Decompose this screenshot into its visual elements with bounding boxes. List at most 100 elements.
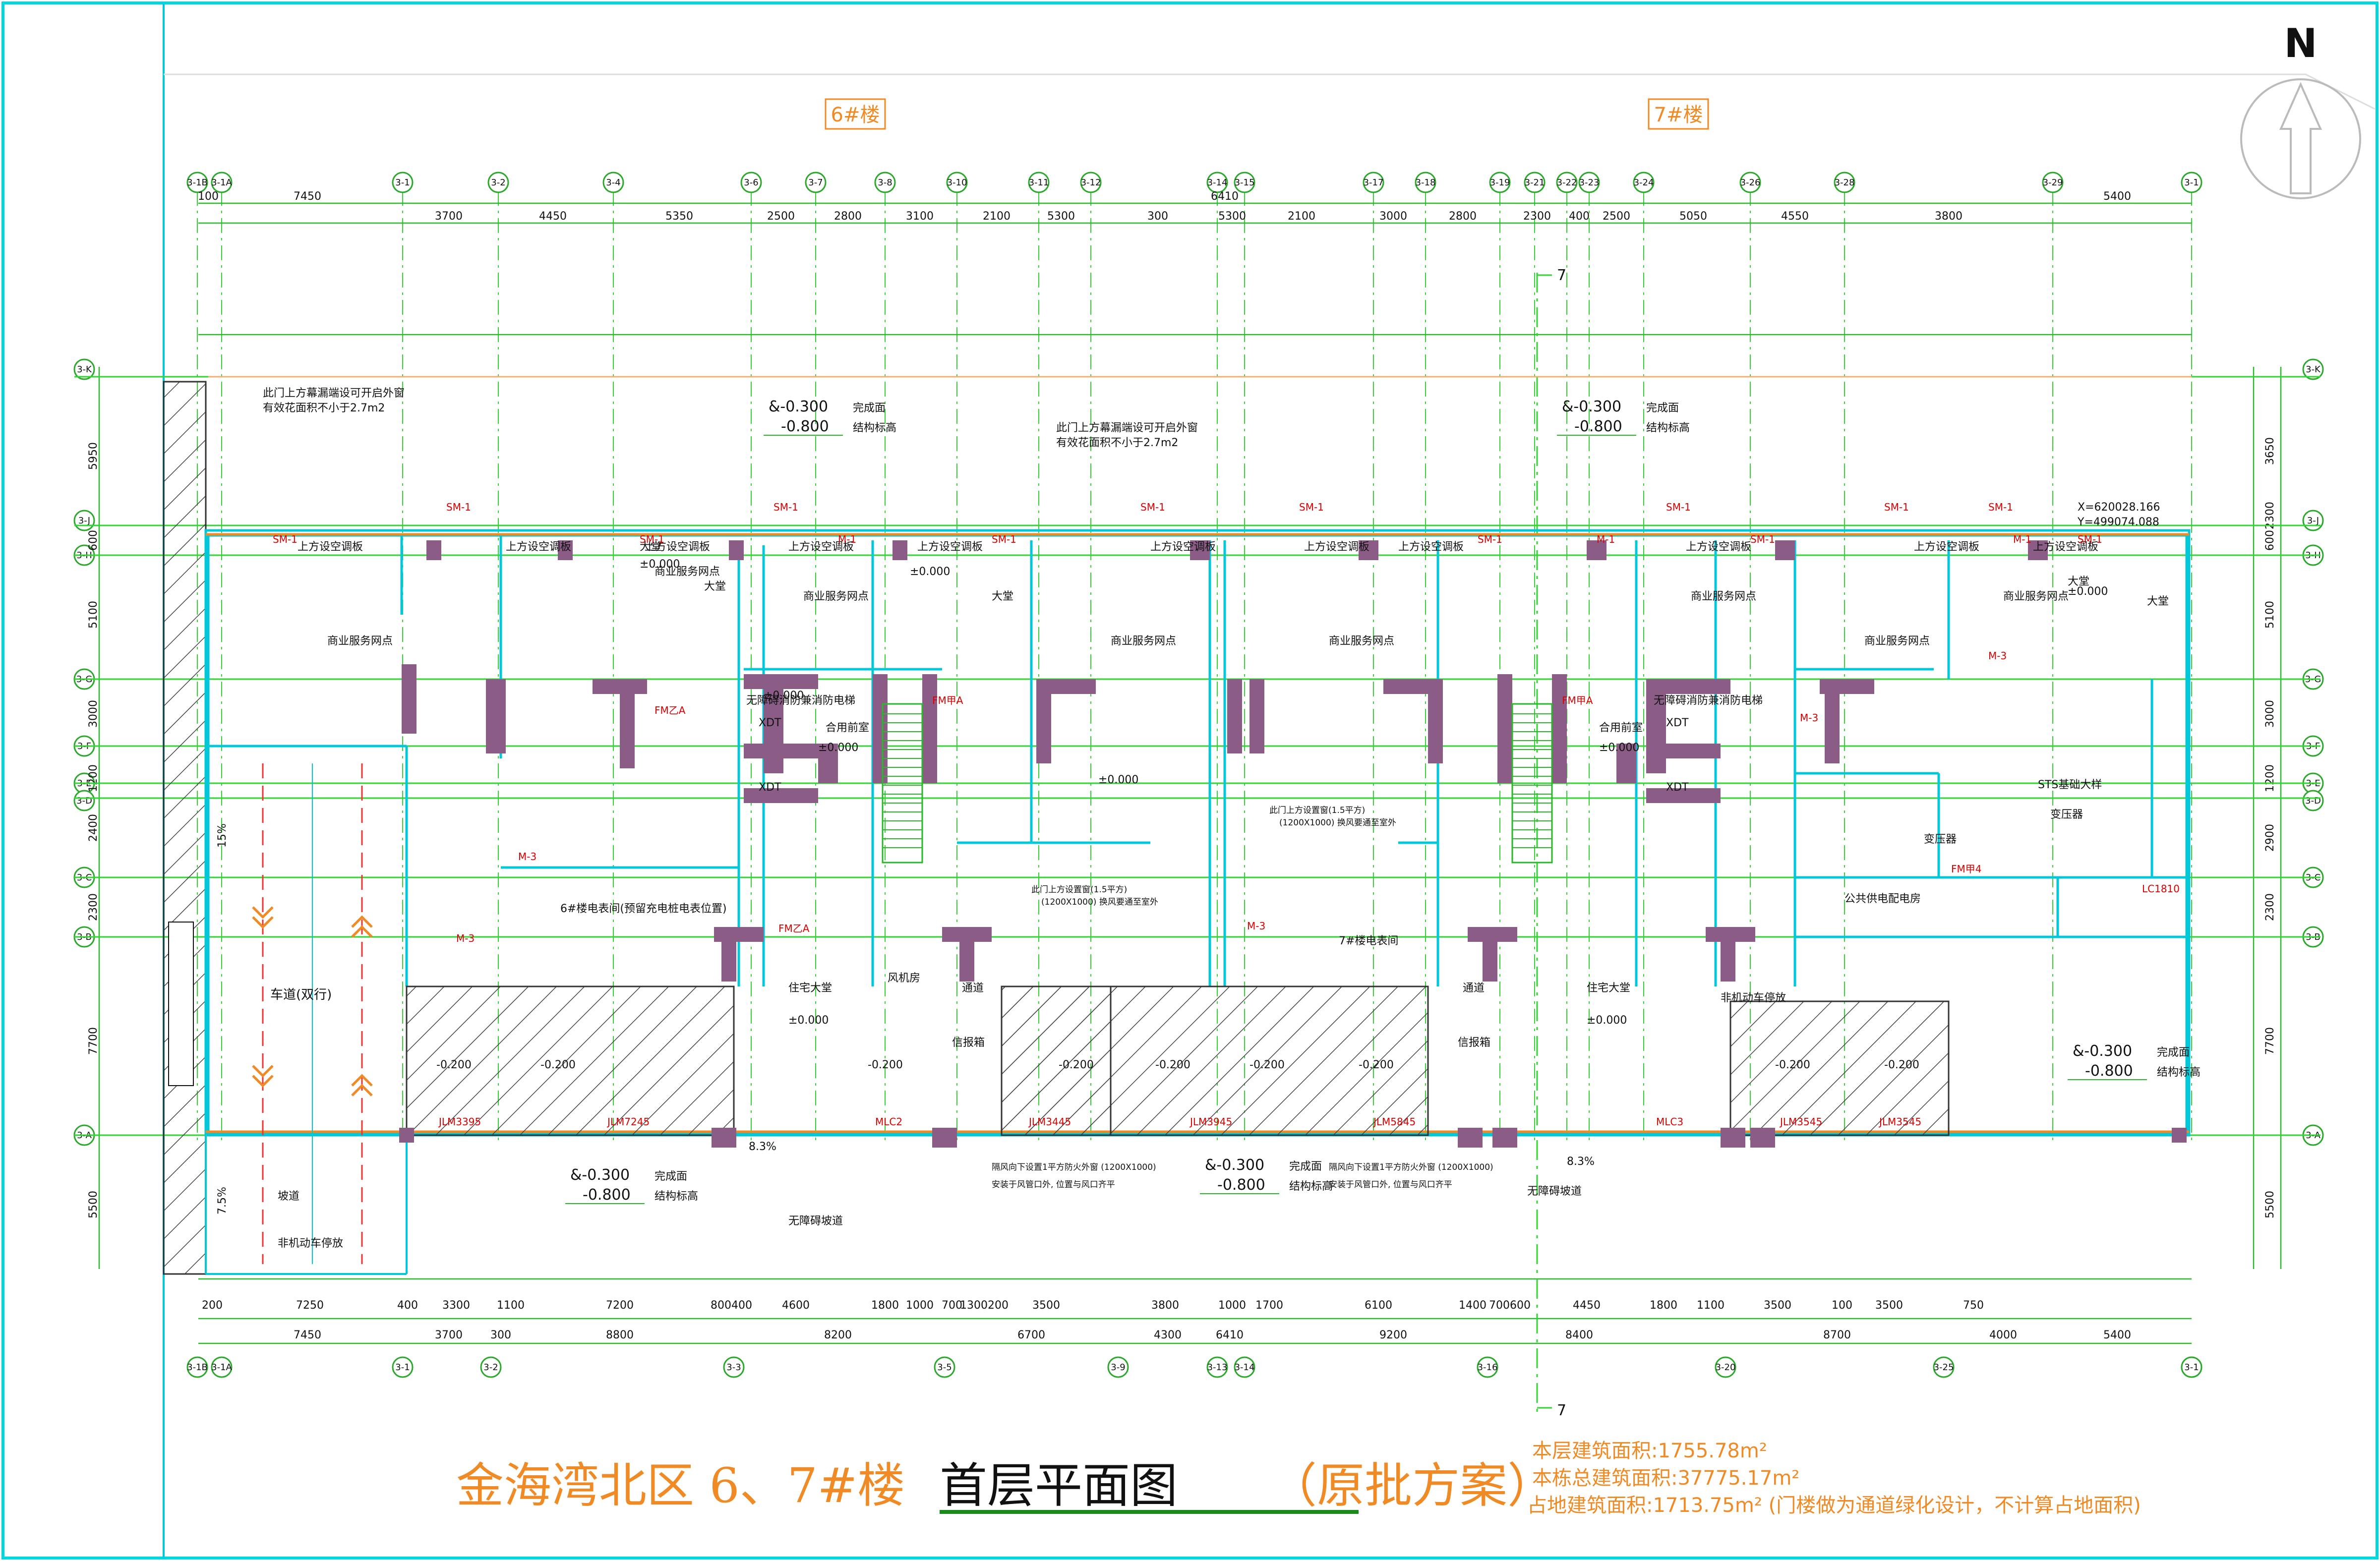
bottom-axis-3: 3-2 — [483, 1362, 498, 1373]
elev-finish-4: &-0.300 — [1205, 1156, 1264, 1174]
note-vent2-7: 隔风向下设置1平方防火外窗 (1200X1000) — [1329, 1162, 1493, 1172]
top-axis-22: 3-29 — [2043, 177, 2063, 188]
elev-zero-7: ±0.000 — [788, 1014, 829, 1027]
tag-10: SM-1 — [1884, 501, 1909, 513]
top-axis-23: 3-1 — [2184, 177, 2199, 188]
room-label-25: 住宅大堂 — [1587, 982, 1630, 994]
top-dim-row2-14: 400 — [1569, 210, 1590, 223]
bottom-dim-row1-21: 1100 — [1697, 1299, 1725, 1312]
top-axis-20: 3-26 — [1740, 177, 1761, 188]
stat-floor-area: 本层建筑面积:1755.78m² — [1532, 1440, 1767, 1462]
room-label-7: 商业服务网点 — [803, 590, 869, 603]
tag-19: M-3 — [1800, 712, 1818, 724]
note-window-area-7: 有效花面积不小于2.7m2 — [1056, 437, 1178, 449]
top-axis-21: 3-28 — [1835, 177, 1855, 188]
elev-struct-1: -0.800 — [1574, 418, 1622, 435]
elev-finish-label-3: 完成面 — [654, 1170, 687, 1183]
right-dim-6: 2900 — [2264, 824, 2276, 852]
bottom-dim-row1-5: 7200 — [606, 1299, 634, 1312]
bottom-axis-10: 3-20 — [1716, 1362, 1736, 1373]
top-dim-row2-10: 2100 — [1288, 210, 1315, 223]
bottom-axis-1: 3-1A — [211, 1362, 232, 1373]
tag-21: FM乙A — [654, 704, 686, 716]
room-label-42: 变压器 — [1924, 833, 1957, 846]
elev-struct-label-2: 结构标高 — [2157, 1066, 2201, 1079]
note-vent2b-6: 安装于风管口外, 位置与风口齐平 — [992, 1180, 1115, 1190]
bottom-dim-row1-13: 3800 — [1151, 1299, 1179, 1312]
top-dim-row2-1: 4450 — [539, 210, 567, 223]
top-axis-7: 3-8 — [878, 177, 892, 188]
room-label-12: 上方设空调板 — [917, 541, 983, 553]
room-label-46: 坡道 — [278, 1190, 299, 1203]
elev-slope-2: 15% — [216, 823, 229, 848]
top-dim-row2-2: 5350 — [665, 210, 693, 223]
left-dim-5: 2400 — [87, 814, 100, 842]
title-suffix: （原批方案） — [1269, 1458, 1555, 1513]
elev-minus200-8: -0.200 — [436, 1059, 472, 1071]
top-axis-12: 3-15 — [1235, 177, 1255, 188]
top-dim-row2-4: 2800 — [834, 210, 862, 223]
bottom-axis-2: 3-1 — [395, 1362, 410, 1373]
room-label-28: 通道 — [1463, 982, 1485, 994]
bottom-dim-row2-7: 6410 — [1216, 1329, 1244, 1341]
bottom-axis-13: 3-1 — [2184, 1362, 2199, 1373]
bottom-dim-row1-22: 3500 — [1764, 1299, 1791, 1312]
elev-finish-0: &-0.300 — [769, 398, 828, 415]
bottom-dim-row1-11: 1300200 — [960, 1299, 1009, 1312]
top-dim-row2-12: 2800 — [1449, 210, 1477, 223]
hatched-zone-1 — [406, 985, 735, 1136]
bottom-dim-row2-3: 8800 — [606, 1329, 634, 1341]
left-axis-1: 3-J — [78, 516, 90, 526]
top-axis-8: 3-10 — [947, 177, 967, 188]
room-label-38: 合用前室 — [1599, 722, 1643, 734]
bottom-axis-8: 3-14 — [1235, 1362, 1255, 1373]
bottom-dim-row2-4: 8200 — [824, 1329, 852, 1341]
elev-minus200-6: -0.200 — [1775, 1059, 1810, 1071]
bottom-dim-row1-2: 400 — [397, 1299, 418, 1312]
note-window-6: 此门上方幕漏端设可开启外窗 — [263, 387, 405, 400]
bottom-dim-row2-6: 4300 — [1154, 1329, 1182, 1341]
tag-1: SM-1 — [446, 501, 471, 513]
room-label-20: 大堂 — [704, 580, 726, 593]
elev-struct-label-3: 结构标高 — [654, 1190, 698, 1203]
left-dim-6: 2300 — [87, 893, 100, 921]
tag-14: M-1 — [1597, 533, 1615, 545]
room-label-29: 信报箱 — [952, 1037, 985, 1049]
tag-32: JLM3545 — [1878, 1116, 1921, 1128]
bottom-dim-row1-17: 1400 — [1459, 1299, 1487, 1312]
tag-31: JLM3545 — [1779, 1116, 1822, 1128]
elev-slope-1: 8.3% — [1567, 1156, 1595, 1168]
room-label-49: 无障碍坡道 — [1527, 1185, 1582, 1198]
tag-20: M-3 — [1988, 650, 2007, 662]
room-label-32: 无障碍消防兼消防电梯 — [1654, 694, 1763, 707]
top-dim-row2-6: 2100 — [983, 210, 1011, 223]
top-dim-overall-3: 5400 — [2103, 190, 2131, 203]
elev-slope-0: 8.3% — [749, 1141, 776, 1153]
left-dim-7: 7700 — [87, 1027, 100, 1055]
top-dim-row2-8: 300 — [1147, 210, 1168, 223]
elev-zero-2: ±0.000 — [910, 566, 950, 578]
bottom-axis-11: 3-25 — [1934, 1362, 1954, 1373]
bottom-dim-row1-3: 3300 — [442, 1299, 470, 1312]
bottom-dim-row1-0: 200 — [202, 1299, 223, 1312]
section-marker-bottom: 7 — [1557, 1402, 1566, 1419]
room-label-43: 变压器 — [2050, 809, 2083, 821]
right-dim-0: 3650 — [2264, 437, 2276, 465]
tag-11: SM-1 — [1988, 501, 2013, 513]
room-labels: 商业服务网点商业服务网点商业服务网点商业服务网点商业服务网点商业服务网点商业服务… — [278, 541, 2169, 1250]
tag-3: SM-1 — [774, 501, 798, 513]
bottom-dim-row1-1: 7250 — [296, 1299, 324, 1312]
bottom-dim-row1-4: 1100 — [497, 1299, 525, 1312]
elev-zero-1: ±0.000 — [764, 690, 804, 702]
room-label-5: 商业服务网点 — [1864, 635, 1930, 647]
right-axis-column: 3-K3-J3-H3-G3-F3-E3-D3-C3-B3-A — [2302, 358, 2324, 1146]
room-label-2: 商业服务网点 — [1111, 635, 1176, 647]
room-label-6: 商业服务网点 — [2003, 590, 2069, 603]
interior-walls — [206, 535, 2188, 986]
tag-18: M-3 — [1247, 920, 1265, 932]
room-label-23: 大堂 — [2147, 595, 2169, 608]
bottom-dim-row1-10: 700 — [942, 1299, 962, 1312]
tag-23: FM甲A — [932, 694, 963, 706]
bottom-dim-row2-8: 9200 — [1379, 1329, 1407, 1341]
